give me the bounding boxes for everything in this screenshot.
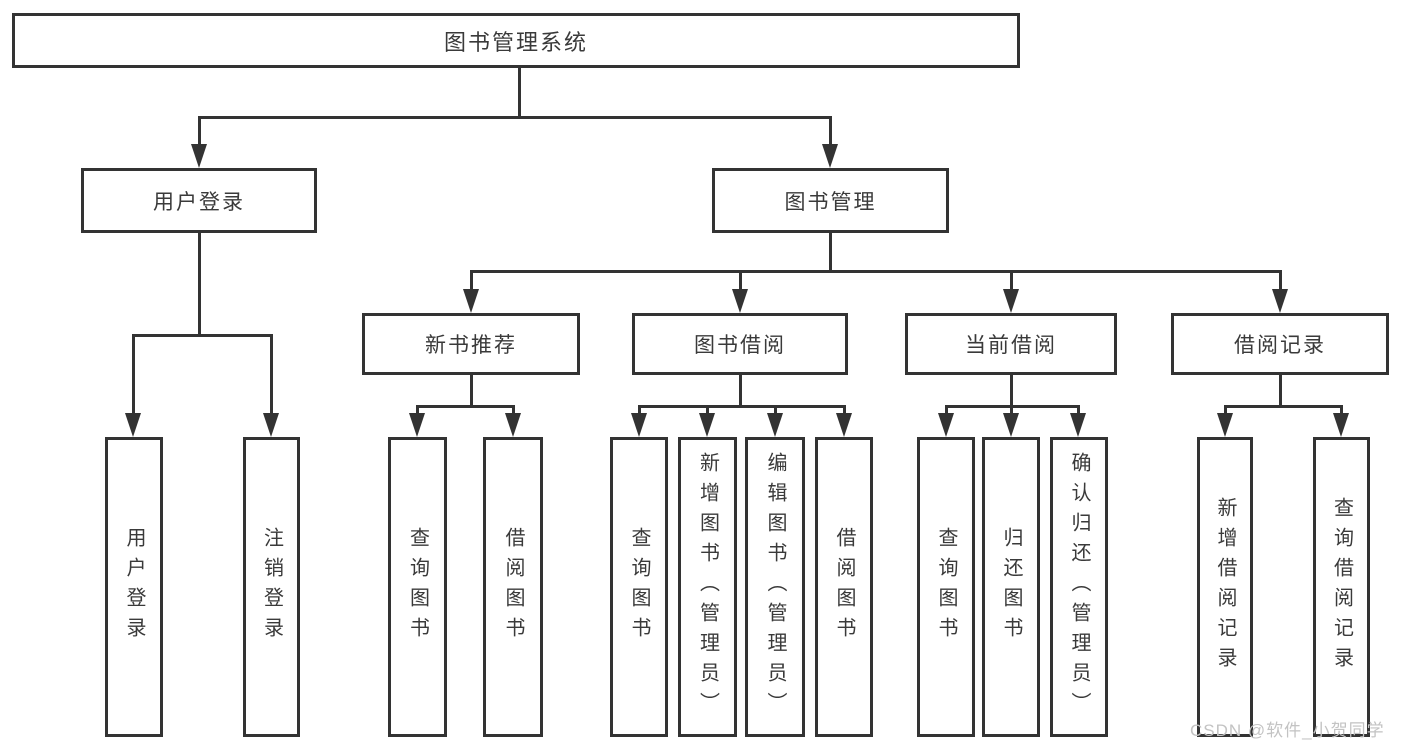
leaf-add-books-admin-label: 新增图书（管理员）	[696, 452, 719, 722]
arrow-down-icon	[505, 413, 521, 437]
connector-line	[132, 334, 273, 337]
arrow-down-icon	[263, 413, 279, 437]
leaf-confirm-return-admin-label: 确认归还（管理员）	[1068, 452, 1090, 722]
arrow-down-icon	[767, 413, 783, 437]
connector-line	[1224, 405, 1227, 415]
leaf-add-borrow-record-label: 新增借阅记录	[1214, 497, 1236, 677]
leaf-query-books-current-label: 查询图书	[935, 527, 957, 647]
connector-line	[1340, 405, 1343, 415]
leaf-query-books-current: 查询图书	[917, 437, 975, 737]
connector-line	[774, 405, 777, 415]
arrow-down-icon	[1003, 413, 1019, 437]
leaf-edit-books-admin: 编辑图书（管理员）	[745, 437, 805, 737]
node-new-book-recommend-label: 新书推荐	[425, 334, 517, 357]
csdn-watermark: CSDN @软件_小贺同学	[1190, 721, 1385, 740]
connector-line	[270, 334, 273, 413]
connector-line	[416, 405, 419, 415]
arrow-down-icon	[631, 413, 647, 437]
leaf-user-login-label: 用户登录	[123, 527, 145, 647]
leaf-query-borrow-record: 查询借阅记录	[1313, 437, 1370, 737]
connector-line	[1010, 405, 1013, 415]
arrow-down-icon	[822, 144, 838, 168]
connector-line	[198, 116, 832, 119]
connector-line	[829, 233, 832, 272]
connector-line	[638, 405, 641, 415]
arrow-down-icon	[1217, 413, 1233, 437]
leaf-logout: 注销登录	[243, 437, 300, 737]
leaf-return-books-label: 归还图书	[1000, 527, 1022, 647]
leaf-query-books-recommend: 查询图书	[388, 437, 447, 737]
arrow-down-icon	[1272, 289, 1288, 313]
connector-line	[1224, 405, 1343, 408]
connector-line	[470, 270, 1282, 273]
leaf-query-borrow-record-label: 查询借阅记录	[1330, 497, 1353, 677]
connector-line	[1077, 405, 1080, 415]
leaf-add-books-admin: 新增图书（管理员）	[678, 437, 737, 737]
node-new-book-recommend: 新书推荐	[362, 313, 580, 375]
node-book-borrow: 图书借阅	[632, 313, 848, 375]
node-book-management-label: 图书管理	[784, 190, 877, 214]
arrow-down-icon	[732, 289, 748, 313]
leaf-borrow-books: 借阅图书	[815, 437, 873, 737]
arrow-down-icon	[409, 413, 425, 437]
leaf-logout-label: 注销登录	[260, 527, 283, 647]
leaf-return-books: 归还图书	[982, 437, 1040, 737]
connector-line	[1279, 375, 1282, 407]
node-book-borrow-label: 图书借阅	[694, 334, 786, 357]
leaf-edit-books-admin-label: 编辑图书（管理员）	[764, 452, 786, 722]
connector-line	[945, 405, 948, 415]
arrow-down-icon	[1070, 413, 1086, 437]
node-library-management-system: 图书管理系统	[12, 13, 1020, 68]
connector-line	[1279, 270, 1282, 289]
connector-line	[1010, 270, 1013, 289]
leaf-borrow-books-recommend-label: 借阅图书	[502, 527, 524, 647]
node-library-management-system-label: 图书管理系统	[443, 29, 588, 55]
connector-line	[739, 270, 742, 289]
connector-line	[198, 116, 201, 144]
arrow-down-icon	[938, 413, 954, 437]
node-user-login-label: 用户登录	[153, 190, 245, 214]
leaf-borrow-books-recommend: 借阅图书	[483, 437, 543, 737]
connector-line	[470, 270, 473, 289]
leaf-borrow-books-label: 借阅图书	[833, 527, 855, 647]
node-borrow-records: 借阅记录	[1171, 313, 1389, 375]
node-user-login: 用户登录	[81, 168, 317, 233]
node-current-borrow-label: 当前借阅	[965, 334, 1057, 357]
arrow-down-icon	[463, 289, 479, 313]
connector-line	[518, 68, 521, 118]
connector-line	[416, 405, 515, 408]
leaf-query-books-borrow: 查询图书	[610, 437, 668, 737]
connector-line	[829, 116, 832, 144]
arrow-down-icon	[699, 413, 715, 437]
leaf-user-login: 用户登录	[105, 437, 163, 737]
arrow-down-icon	[191, 144, 207, 168]
connector-line	[739, 375, 742, 407]
node-book-management: 图书管理	[712, 168, 949, 233]
node-current-borrow: 当前借阅	[905, 313, 1117, 375]
connector-line	[638, 405, 846, 408]
connector-line	[706, 405, 709, 415]
arrow-down-icon	[1003, 289, 1019, 313]
leaf-query-books-borrow-label: 查询图书	[628, 527, 650, 647]
connector-line	[843, 405, 846, 415]
arrow-down-icon	[125, 413, 141, 437]
node-borrow-records-label: 借阅记录	[1234, 334, 1326, 357]
connector-line	[198, 233, 201, 336]
connector-line	[1010, 375, 1013, 407]
arrow-down-icon	[1333, 413, 1349, 437]
leaf-query-books-recommend-label: 查询图书	[406, 527, 429, 647]
leaf-add-borrow-record: 新增借阅记录	[1197, 437, 1253, 737]
leaf-confirm-return-admin: 确认归还（管理员）	[1050, 437, 1108, 737]
connector-line	[132, 334, 135, 413]
arrow-down-icon	[836, 413, 852, 437]
connector-line	[470, 375, 473, 407]
connector-line	[512, 405, 515, 415]
